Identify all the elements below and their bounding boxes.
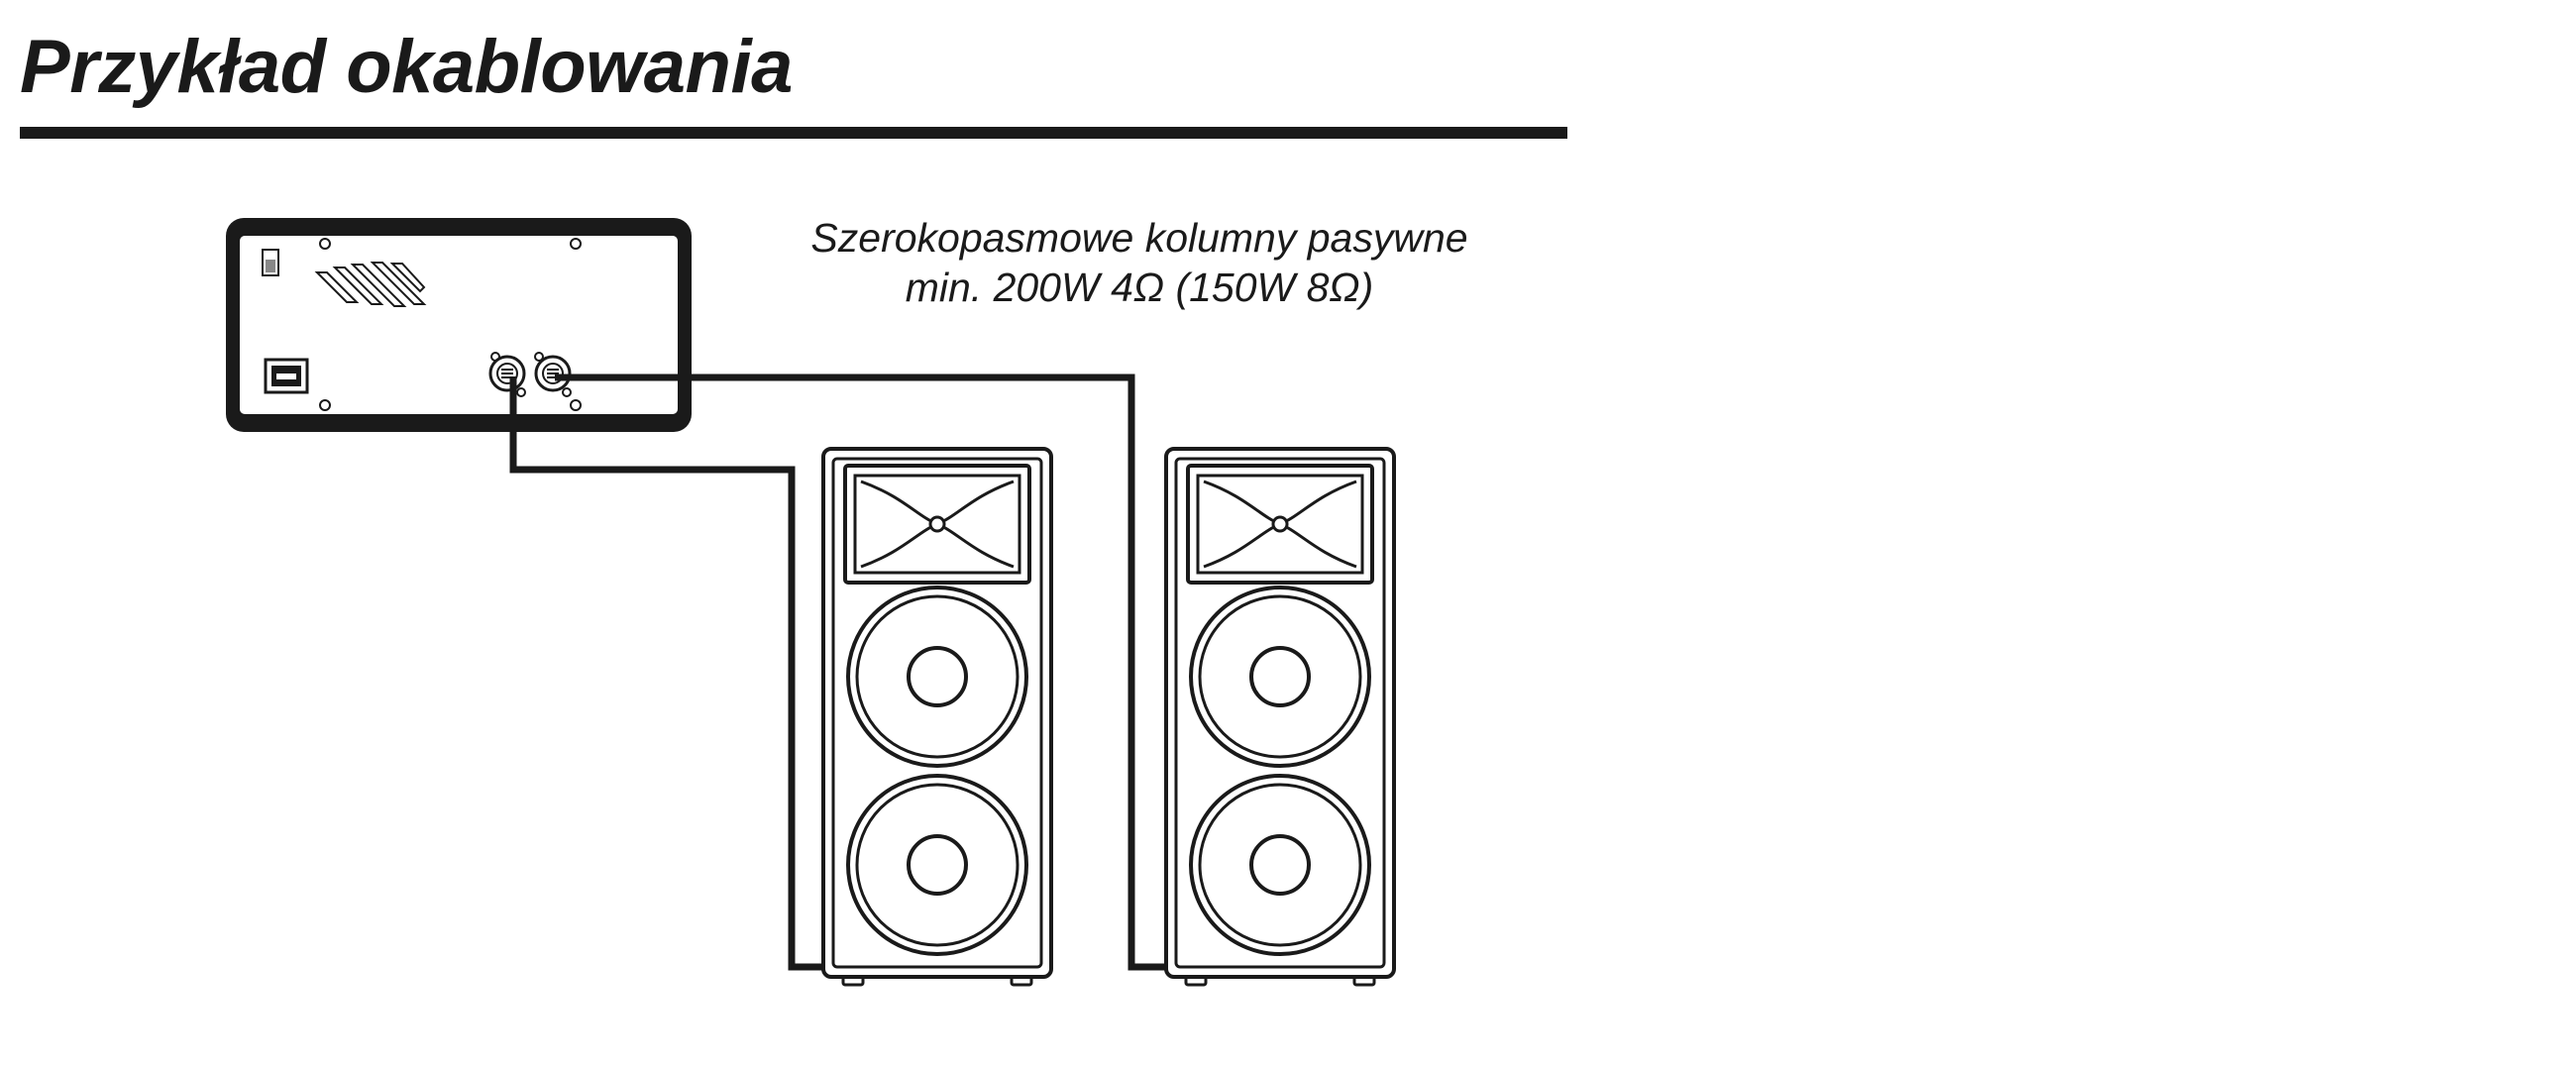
speaker-output-connector-2 <box>534 352 572 397</box>
speaker-spec-caption: Szerokopasmowe kolumny pasywne min. 200W… <box>713 213 1565 312</box>
ventilation-slots <box>314 262 427 307</box>
speaker-cables <box>509 374 1165 971</box>
power-inlet-icon <box>264 358 309 394</box>
amplifier-rear-panel <box>226 218 692 432</box>
right-speaker-cabinet <box>1164 447 1396 987</box>
cable-to-right-speaker <box>555 374 1165 971</box>
speaker-output-connector-1 <box>488 352 526 397</box>
title-underline <box>20 127 1567 139</box>
panel-screws <box>319 238 582 411</box>
left-speaker-cabinet <box>821 447 1053 987</box>
speaker-spec-line-2: min. 200W 4Ω (150W 8Ω) <box>905 265 1374 310</box>
cable-to-left-speaker <box>509 376 822 971</box>
speaker-spec-line-1: Szerokopasmowe kolumny pasywne <box>810 215 1468 261</box>
page-title: Przykład okablowania <box>20 25 793 109</box>
power-switch-icon <box>262 249 279 276</box>
